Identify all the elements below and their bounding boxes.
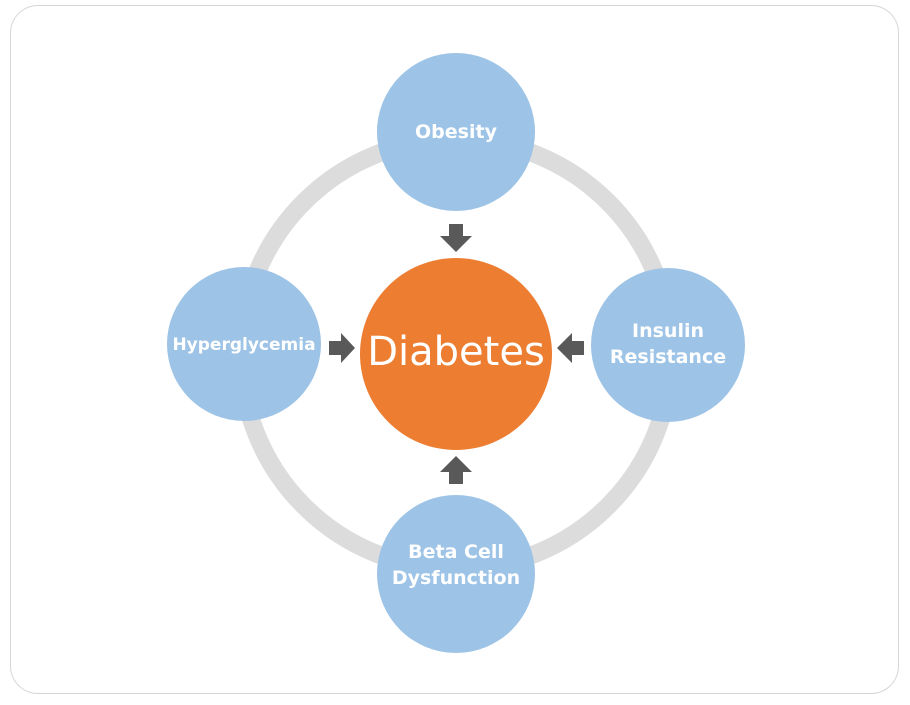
arrow-left-icon [557, 333, 584, 363]
node-hyperglycemia-label: Hyperglycemia [172, 332, 315, 358]
node-insulin-resistance-circle [591, 268, 745, 422]
arrow-down-icon [440, 224, 472, 252]
node-label-line: Beta Cell [408, 541, 504, 563]
node-hyperglycemia-circle [167, 267, 321, 421]
node-label-line: Resistance [609, 346, 727, 368]
node-label-line: Insulin [632, 320, 704, 342]
node-beta-cell-dysfunction-circle [377, 495, 535, 653]
center-label: Diabetes [367, 329, 545, 375]
node-obesity-label: Obesity [415, 119, 497, 145]
arrow-right-icon [329, 333, 355, 363]
node-label-line: Hyperglycemia [172, 335, 316, 355]
center-diabetes-circle [360, 258, 552, 450]
node-label-line: Dysfunction [391, 567, 521, 589]
node-label-line: Obesity [415, 121, 497, 143]
arrow-up-icon [440, 456, 472, 484]
node-obesity-circle [377, 53, 535, 211]
